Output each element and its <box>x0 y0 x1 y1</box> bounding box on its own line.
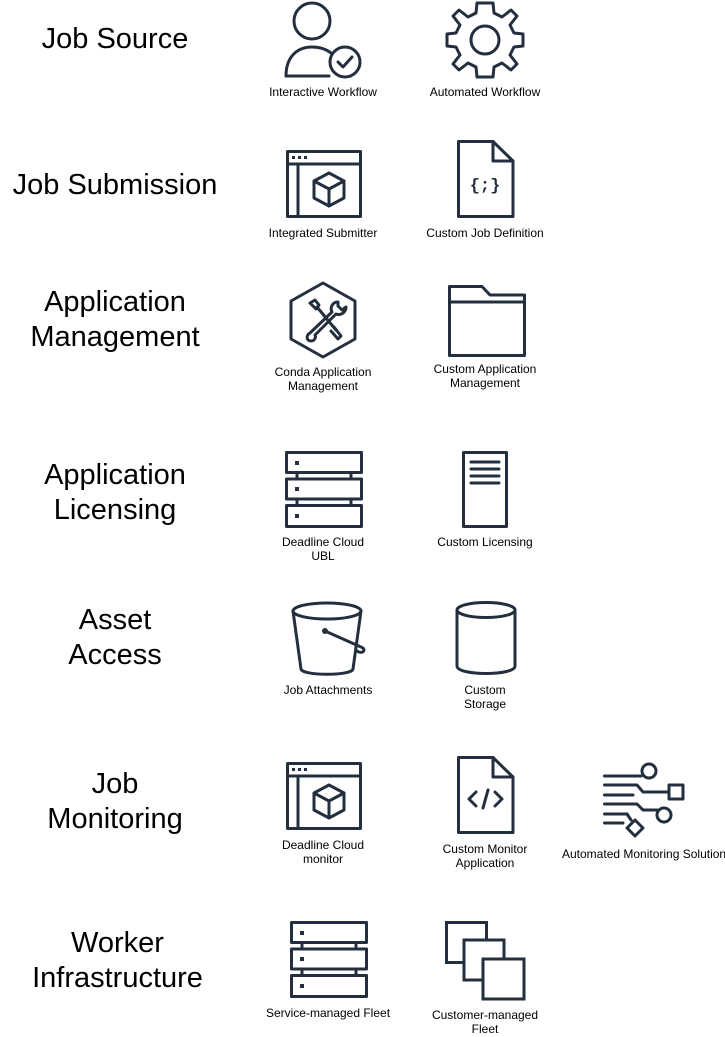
label-asset-access: Asset Access <box>68 604 162 671</box>
server-stack-icon <box>285 451 363 528</box>
folder-icon <box>448 285 526 357</box>
user-check-icon <box>282 0 366 80</box>
caption-automated-workflow: Automated Workflow <box>429 85 541 99</box>
caption-customer-managed-fleet: Customer-managed Fleet <box>431 1008 539 1036</box>
automation-flow-icon <box>603 762 685 840</box>
server-stack-icon <box>290 921 368 998</box>
caption-custom-storage: Custom Storage <box>463 683 507 711</box>
svg-text:{;}: {;} <box>470 177 501 196</box>
caption-deadline-cloud-monitor: Deadline Cloud monitor <box>281 838 365 866</box>
caption-integrated-submitter: Integrated Submitter <box>268 226 378 240</box>
label-application-management: Application Management <box>30 286 200 353</box>
caption-automated-monitoring-solution: Automated Monitoring Solution <box>562 847 725 861</box>
caption-service-managed-fleet: Service-managed Fleet <box>265 1006 391 1020</box>
label-job-source: Job Source <box>41 23 189 55</box>
license-server-icon <box>462 451 508 528</box>
caption-custom-monitor-application: Custom Monitor Application <box>442 842 528 870</box>
label-application-licensing: Application Licensing <box>44 459 186 526</box>
app-window-cube-icon <box>286 150 362 218</box>
caption-deadline-cloud-ubl: Deadline Cloud UBL <box>281 535 365 563</box>
tools-hexagon-icon <box>288 281 358 359</box>
caption-job-attachments: Job Attachments <box>283 683 373 697</box>
gear-icon <box>445 0 525 80</box>
bucket-icon <box>291 601 367 678</box>
label-job-monitoring: Job Monitoring <box>47 768 183 835</box>
cylinder-storage-icon <box>455 601 517 675</box>
caption-interactive-workflow: Interactive Workflow <box>269 85 377 99</box>
json-document-icon: {;} <box>457 140 515 218</box>
app-window-cube-icon <box>286 762 362 830</box>
caption-custom-licensing: Custom Licensing <box>437 535 533 549</box>
caption-custom-job-definition: Custom Job Definition <box>426 226 544 240</box>
label-worker-infrastructure: Worker Infrastructure <box>32 927 203 994</box>
stacked-squares-icon <box>445 921 527 1001</box>
caption-conda-application-management: Conda Application Management <box>274 365 372 393</box>
label-job-submission: Job Submission <box>12 169 218 201</box>
caption-custom-application-management: Custom Application Management <box>433 362 537 390</box>
code-document-icon <box>457 756 515 834</box>
